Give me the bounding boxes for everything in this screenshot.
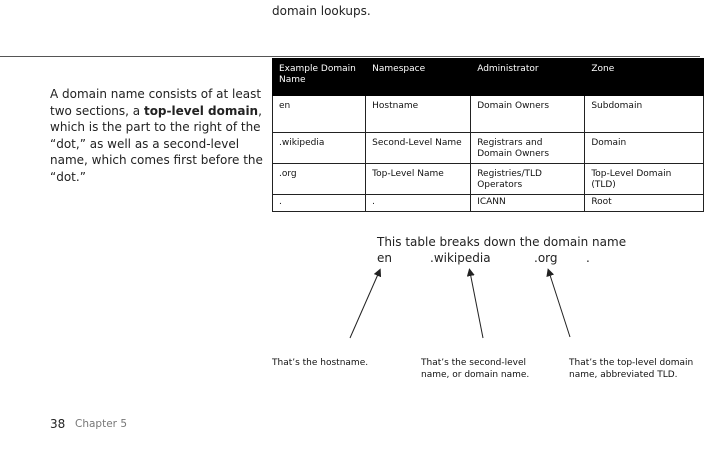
domain-part-second-level: .wikipedia	[430, 251, 491, 265]
note-top-level: That’s the top-level domain name, abbrev…	[569, 358, 694, 380]
domain-part-root: .	[586, 251, 590, 265]
preceding-text: domain lookups.	[272, 4, 371, 18]
note-hostname: That’s the hostname.	[272, 358, 369, 368]
table-cell: Registries/TLD Operators	[470, 163, 586, 195]
body-text-before: A domain name consists of at least two s…	[50, 87, 262, 118]
diagram-caption: This table breaks down the domain name	[377, 235, 627, 249]
table-cell: Domain Owners	[470, 95, 586, 133]
table-header-row: Example Domain Name Namespace Administra…	[271, 58, 704, 96]
body-paragraph: A domain name consists of at least two s…	[50, 86, 265, 185]
table-cell: .wikipedia	[271, 132, 367, 164]
body-text-bold: top-level domain	[143, 103, 259, 118]
arrow-to-second-level	[466, 268, 484, 339]
table-cell: Domain	[584, 132, 704, 164]
header-example-domain-name: Example Domain Name	[271, 58, 367, 96]
header-namespace: Namespace	[365, 58, 472, 96]
arrow-to-tld	[546, 268, 571, 338]
table-cell: .	[365, 194, 472, 212]
section-divider	[0, 56, 700, 57]
table-cell: Second-Level Name	[365, 132, 472, 164]
note-second-level: That’s the second-level name, or domain …	[421, 358, 530, 380]
table-cell: Root	[584, 194, 704, 212]
table-cell: ICANN	[470, 194, 586, 212]
table-cell: .	[271, 194, 367, 212]
body-text-after: , which is the part to the right of the …	[50, 103, 263, 184]
table-row: . . ICANN Root	[271, 194, 704, 212]
domain-part-tld: .org	[534, 251, 558, 265]
table-row: .wikipedia Second-Level Name Registrars …	[271, 132, 704, 164]
domain-part-hostname: en	[377, 251, 392, 265]
page-number: 38	[50, 417, 66, 431]
domain-table: Example Domain Name Namespace Administra…	[271, 58, 704, 212]
arrow-to-hostname	[349, 268, 382, 339]
chapter-label: Chapter 5	[75, 418, 127, 430]
table-cell: Registrars and Domain Owners	[470, 132, 586, 164]
header-zone: Zone	[584, 58, 704, 96]
